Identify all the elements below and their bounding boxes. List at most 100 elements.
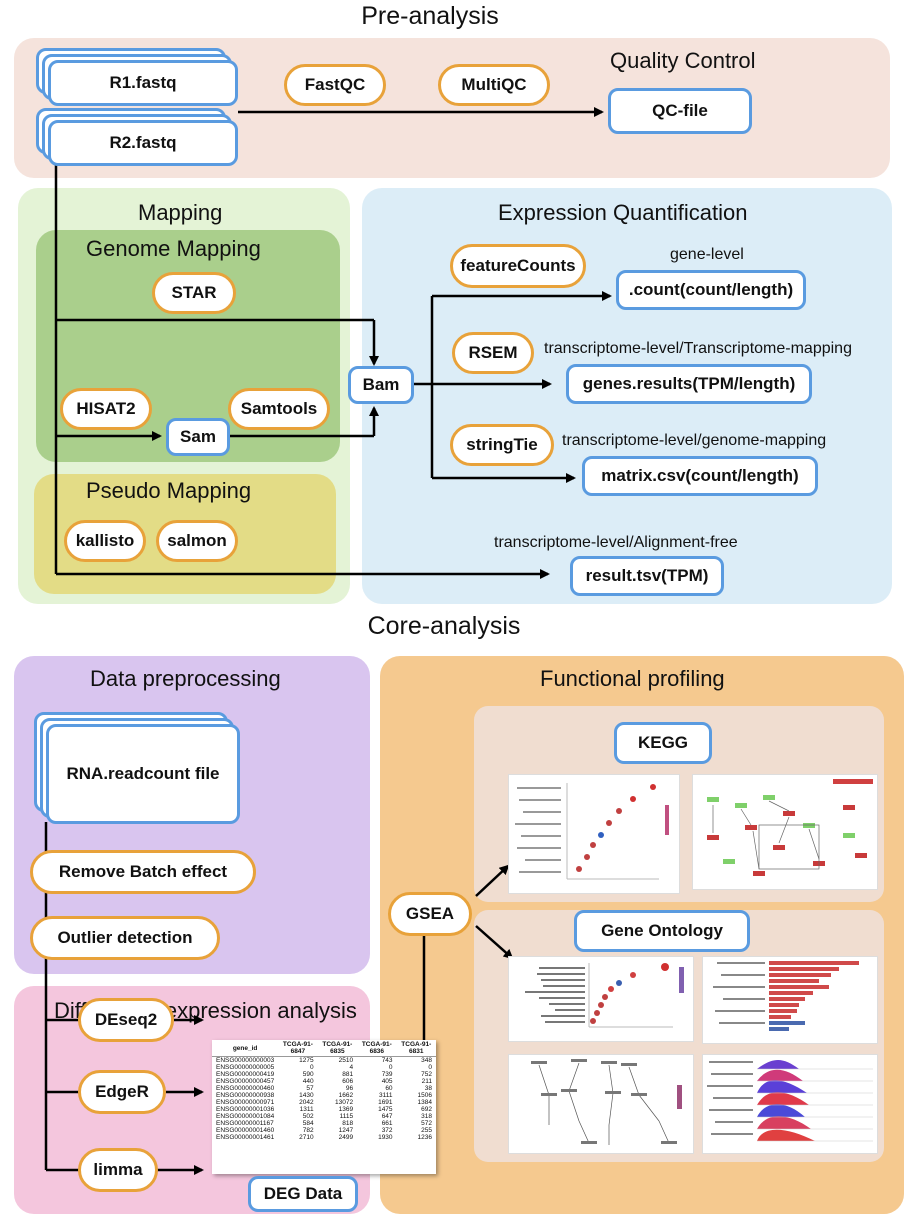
deg-table-cell: 372 — [381, 1127, 393, 1134]
deg-table-cell: 3111 — [379, 1092, 393, 1099]
go-ridgeplot-thumbnail — [702, 1054, 878, 1154]
deg-table-cell: 255 — [421, 1127, 432, 1134]
deg-table-cell: 1275 — [299, 1057, 314, 1064]
deg-table-cell: 13072 — [335, 1099, 354, 1106]
deg-table-cell: 2042 — [299, 1099, 314, 1106]
deg-table-cell: 1236 — [417, 1134, 432, 1141]
sam-file[interactable]: Sam — [166, 418, 230, 456]
deg-table-cell: ENSG00000000419 — [216, 1071, 275, 1078]
quality-control-title: Quality Control — [610, 48, 756, 73]
deg-table-cell: ENSG00000000938 — [216, 1092, 275, 1099]
functional-profiling-title: Functional profiling — [540, 666, 725, 691]
deg-table-cell: 38 — [424, 1085, 432, 1092]
deg-table-cell: 606 — [342, 1078, 354, 1085]
readcount-file[interactable]: RNA.readcount file — [46, 724, 240, 824]
bam-file[interactable]: Bam — [348, 366, 414, 404]
deg-table-cell: 661 — [381, 1120, 393, 1127]
deg-table-cell: 60 — [385, 1085, 393, 1092]
genes-results-output[interactable]: genes.results(TPM/length) — [566, 364, 812, 404]
deg-table-cell: 1311 — [299, 1106, 314, 1113]
hisat2-tool[interactable]: HISAT2 — [60, 388, 152, 430]
deg-table-cell: 502 — [302, 1113, 314, 1120]
kegg-pathway-map-thumbnail — [692, 774, 878, 890]
kegg-title-box[interactable]: KEGG — [614, 722, 712, 764]
deg-table-cell: 2499 — [338, 1134, 354, 1141]
deg-table-cell: 1506 — [417, 1092, 432, 1099]
deg-table-cell: ENSG00000001167 — [216, 1120, 274, 1127]
deg-table-cell: 743 — [381, 1057, 393, 1064]
outlier-detection-step[interactable]: Outlier detection — [30, 916, 220, 960]
deg-table-cell: 1430 — [299, 1092, 314, 1099]
matrix-csv-output[interactable]: matrix.csv(count/length) — [582, 456, 818, 496]
remove-batch-effect-step[interactable]: Remove Batch effect — [30, 850, 256, 894]
r2-fastq-file[interactable]: R2.fastq — [48, 120, 238, 166]
deg-table-cell: 647 — [381, 1113, 393, 1120]
deg-table-header: TCGA-91-6836 — [357, 1040, 397, 1057]
deg-table-cell: 0 — [310, 1064, 314, 1071]
deg-table-cell: 211 — [421, 1078, 432, 1085]
deg-table-cell: 590 — [302, 1071, 314, 1078]
pseudo-mapping-title: Pseudo Mapping — [86, 478, 252, 503]
deg-table-header: TCGA-91-6831 — [396, 1040, 436, 1057]
go-barplot-thumbnail — [702, 956, 878, 1044]
deseq2-tool[interactable]: DEseq2 — [78, 998, 174, 1042]
deg-table-cell: ENSG00000001036 — [216, 1106, 275, 1113]
deg-table-cell: ENSG00000001084 — [216, 1113, 275, 1120]
multiqc-tool[interactable]: MultiQC — [438, 64, 550, 106]
edger-tool[interactable]: EdgeR — [78, 1070, 166, 1114]
fastqc-tool[interactable]: FastQC — [284, 64, 386, 106]
limma-tool[interactable]: limma — [78, 1148, 158, 1192]
deg-table-cell: ENSG00000000460 — [216, 1085, 275, 1092]
deg-table-cell: 405 — [381, 1078, 393, 1085]
deg-table-header: gene_id — [212, 1040, 279, 1057]
stringtie-tool[interactable]: stringTie — [450, 424, 554, 466]
deg-table-cell: ENSG00000000457 — [216, 1078, 275, 1085]
deg-table-cell: 1369 — [338, 1106, 354, 1113]
deg-table-cell: 440 — [302, 1078, 314, 1085]
samtools-tool[interactable]: Samtools — [228, 388, 330, 430]
count-output[interactable]: .count(count/length) — [616, 270, 806, 310]
genome-mapping-title: Genome Mapping — [86, 236, 261, 261]
gsea-tool[interactable]: GSEA — [388, 892, 472, 936]
gene-level-label: gene-level — [670, 246, 744, 263]
expression-quantification-title: Expression Quantification — [498, 200, 748, 225]
go-network-thumbnail — [508, 1054, 694, 1154]
pre-analysis-heading: Pre-analysis — [361, 2, 499, 30]
deg-table-row: ENSG00000001084 502 1115 647 318 — [212, 1113, 436, 1120]
deg-table-cell: 96 — [345, 1085, 354, 1092]
gene-ontology-title-box[interactable]: Gene Ontology — [574, 910, 750, 952]
deg-table-cell: 584 — [302, 1120, 314, 1127]
qc-file[interactable]: QC-file — [608, 88, 752, 134]
kegg-dotplot-thumbnail — [508, 774, 680, 894]
featurecounts-tool[interactable]: featureCounts — [450, 244, 586, 288]
deg-table-cell: 1247 — [338, 1127, 354, 1134]
stringtie-level-label: transcriptome-level/genome-mapping — [562, 432, 827, 449]
deg-table-cell: 1384 — [417, 1099, 432, 1106]
deg-table-cell: 818 — [342, 1120, 354, 1127]
deg-table-header: TCGA-91-6847 — [278, 1040, 318, 1057]
deg-table-row: ENSG00000000457 440 606 405 211 — [212, 1078, 436, 1085]
star-tool[interactable]: STAR — [152, 272, 236, 314]
deg-table-cell: 1115 — [339, 1113, 354, 1120]
deg-table-cell: 2710 — [299, 1134, 314, 1141]
r1-fastq-file[interactable]: R1.fastq — [48, 60, 238, 106]
deg-data-label[interactable]: DEG Data — [248, 1176, 358, 1212]
kallisto-tool[interactable]: kallisto — [64, 520, 146, 562]
deg-table-cell: 782 — [302, 1127, 314, 1134]
deg-table-cell: 692 — [421, 1106, 432, 1113]
result-tsv-output[interactable]: result.tsv(TPM) — [570, 556, 724, 596]
deg-table-cell: ENSG00000001461 — [216, 1134, 275, 1141]
rsem-tool[interactable]: RSEM — [452, 332, 534, 374]
data-preprocessing-title: Data preprocessing — [90, 666, 281, 691]
deg-table-cell: 2510 — [338, 1057, 354, 1064]
deg-table-cell: ENSG00000000003 — [216, 1057, 275, 1064]
salmon-tool[interactable]: salmon — [156, 520, 238, 562]
deg-table-cell: 752 — [421, 1071, 432, 1078]
deg-table-cell: 318 — [421, 1113, 432, 1120]
alignment-free-label: transcriptome-level/Alignment-free — [494, 534, 738, 551]
